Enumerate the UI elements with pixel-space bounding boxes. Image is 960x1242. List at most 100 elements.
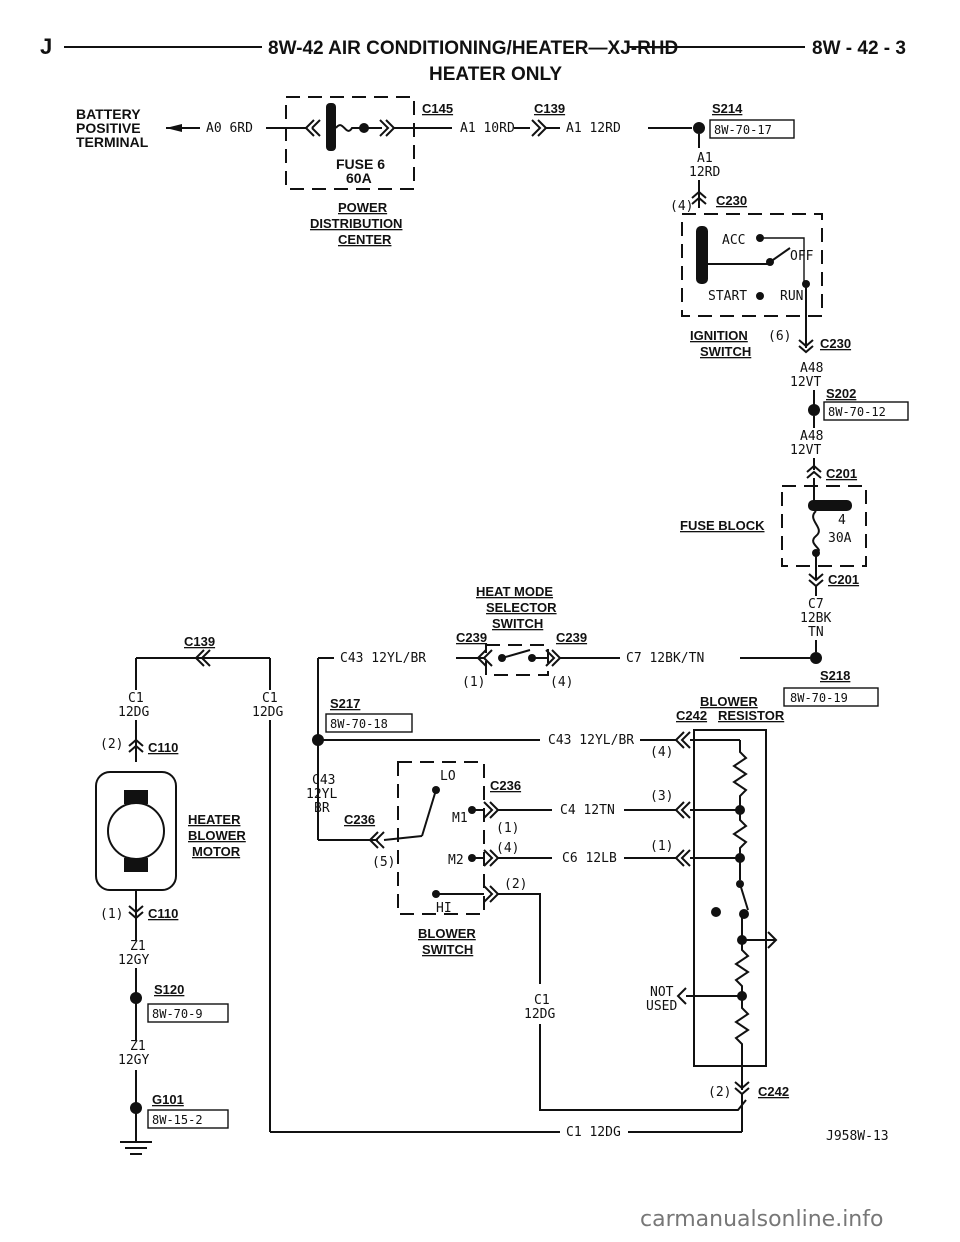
battery-wire-label: A0 6RD — [206, 121, 253, 136]
not-used-connector-icon — [676, 987, 742, 1005]
resistor-not-used-2: USED — [646, 999, 677, 1014]
splice-s120 — [130, 992, 142, 1004]
c242-pin4-connector-icon — [674, 731, 691, 749]
ignition-name-2: SWITCH — [700, 344, 751, 359]
resistor-pin-1: (1) — [650, 839, 673, 854]
g101-label: G101 — [152, 1092, 184, 1107]
fuse-block-box — [781, 485, 867, 567]
resistor-coil-4-icon — [734, 996, 750, 1090]
resistor-coil-1-icon — [732, 740, 748, 810]
ign-pin-6: (6) — [768, 329, 791, 344]
c145-label: C145 — [422, 101, 453, 116]
ignition-name-1: IGNITION — [690, 328, 748, 343]
c110-top-connector-icon — [128, 738, 144, 753]
ref-box-s217 — [325, 713, 413, 733]
c230-top-connector-icon — [691, 190, 707, 205]
c139-lower-label: C139 — [184, 634, 215, 649]
page-header: J 8W-42 AIR CONDITIONING/HEATER—XJ-RHD 8… — [40, 34, 906, 85]
fuse-6-icon — [335, 124, 362, 132]
ground-icon — [120, 1141, 152, 1155]
blower-c1-wire-color: 12DG — [524, 1007, 555, 1022]
c7-wire-label: C7 — [808, 597, 824, 612]
heat-mode-right-wire: C7 12BK/TN — [626, 651, 704, 666]
pdc-name-1: POWER — [338, 200, 388, 215]
ign-pin-4: (4) — [670, 199, 693, 214]
blower-switch-name-2: SWITCH — [422, 942, 473, 957]
resistor-name-1: BLOWER — [700, 694, 758, 709]
c239-right-label: C239 — [556, 630, 587, 645]
ref-box-s218 — [783, 687, 879, 707]
c201-top-connector-icon — [806, 464, 822, 479]
resistor-coil-2-icon — [732, 810, 748, 858]
heat-mode-pin-1: (1) — [462, 675, 485, 690]
c110-top-label: C110 — [148, 740, 178, 755]
blower-c4-wire-label: C4 12TN — [560, 803, 615, 818]
blower-pin-4: (4) — [496, 841, 519, 856]
a48-wire-label-1: A48 — [800, 361, 823, 376]
blower-switch-wiper — [421, 789, 437, 837]
c230-bottom-label: C230 — [820, 336, 851, 351]
heat-mode-name-2: SELECTOR — [486, 600, 557, 615]
c201-bottom-label: C201 — [828, 572, 859, 587]
s218-label: S218 — [820, 668, 850, 683]
motor-c1-left-color: 12DG — [118, 705, 149, 720]
pdc-busbar — [326, 103, 336, 151]
c7-wire-color-1: 12BK — [800, 611, 831, 626]
pdc-connector-icon — [305, 119, 321, 137]
motor-name-3: MOTOR — [192, 844, 241, 859]
heat-mode-pin-4: (4) — [550, 675, 573, 690]
pdc-name-3: CENTER — [338, 232, 392, 247]
resistor-pin-2: (2) — [708, 1085, 731, 1100]
motor-c1-right: C1 — [262, 691, 278, 706]
resistor-not-used-1: NOT — [650, 985, 674, 1000]
heat-mode-switch-box — [485, 644, 549, 676]
motor-name-1: HEATER — [188, 812, 241, 827]
thermal-limiter-contact — [739, 883, 749, 911]
c43-vertical-color-1: 12YL — [306, 787, 337, 802]
header-subtitle: HEATER ONLY — [429, 64, 562, 85]
ref-box-s214 — [709, 119, 795, 139]
motor-c1-left: C1 — [128, 691, 144, 706]
c236-left-connector-icon — [368, 831, 385, 849]
watermark: carmanualsonline.info — [640, 1207, 883, 1232]
z1-wire-label-1: Z1 — [130, 939, 146, 954]
c242-pin1-connector-icon — [674, 849, 691, 867]
ref-box-s120 — [147, 1003, 229, 1023]
resistor-branch-arrow-icon — [742, 931, 778, 949]
pdc-fuse-amps: 60A — [346, 170, 372, 186]
ref-box-g101 — [147, 1109, 229, 1129]
a48-wire-label-2: A48 — [800, 429, 823, 444]
c110-bottom-label: C110 — [148, 906, 178, 921]
c236-hi-connector-icon — [483, 885, 500, 903]
c7-wire-color-2: TN — [808, 625, 824, 640]
pdc-fuse-label: FUSE 6 — [336, 156, 385, 172]
motor-c1-right-color: 12DG — [252, 705, 283, 720]
ignition-switch-box — [681, 213, 823, 317]
a1-wire-color: 12RD — [689, 165, 720, 180]
ignition-busbar — [696, 226, 708, 284]
header-page-number: 8W - 42 - 3 — [812, 38, 906, 59]
ign-run: RUN — [780, 289, 803, 304]
motor-pin-1: (1) — [100, 907, 123, 922]
z1-wire-color-2: 12GY — [118, 1053, 149, 1068]
bottom-c1-wire-label: C1 12DG — [566, 1125, 621, 1140]
c43-vertical-label: C43 — [312, 773, 335, 788]
ignition-contact — [769, 247, 791, 263]
s217-ref: 8W-70-18 — [330, 717, 388, 731]
s218-ref: 8W-70-19 — [790, 691, 848, 705]
wire-a1-12rd: A1 12RD — [566, 121, 621, 136]
z1-wire-color-1: 12GY — [118, 953, 149, 968]
battery-label-3: TERMINAL — [76, 134, 149, 150]
blower-pin-1: (1) — [496, 821, 519, 836]
z1-wire-label-2: Z1 — [130, 1039, 146, 1054]
blower-pin-5: (5) — [372, 855, 395, 870]
c236-right-label: C236 — [490, 778, 521, 793]
splice-s214 — [693, 122, 705, 134]
wire-a1-10rd: A1 10RD — [460, 121, 515, 136]
s120-label: S120 — [154, 982, 184, 997]
blower-switch-name-1: BLOWER — [418, 926, 476, 941]
header-title: 8W-42 AIR CONDITIONING/HEATER—XJ-RHD — [268, 38, 678, 59]
fuse-block-fuse-amps: 30A — [828, 531, 852, 546]
heat-mode-contact — [501, 649, 531, 659]
fuse-block-fuse-number: 4 — [838, 513, 846, 528]
